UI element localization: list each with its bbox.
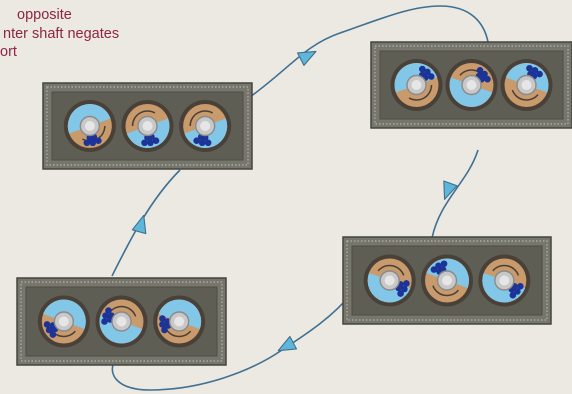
rotating-disc-11-icon: [95, 295, 148, 348]
ball-cluster-10-icon: [43, 321, 59, 338]
direction-arrow-3-icon: [277, 335, 298, 352]
rotating-disc-4-icon: [390, 59, 443, 111]
direction-arrow-4-icon: [131, 214, 147, 235]
caption-line-1: opposite: [17, 7, 72, 23]
rotating-disc-7-icon: [363, 254, 416, 307]
ball-cluster-7-icon: [395, 280, 410, 297]
caption-text: opposite nter shaft negates ort: [0, 6, 119, 62]
caption-line-3: ort: [0, 44, 17, 60]
rotating-disc-5-icon: [445, 59, 498, 111]
ball-cluster-3-icon: [193, 133, 212, 147]
loop-curve-1: [249, 5, 489, 98]
rotating-disc-3-icon: [179, 100, 232, 152]
loop-curve-2: [431, 149, 479, 239]
rotating-disc-12-icon: [153, 295, 206, 348]
rotating-disc-2-icon: [121, 100, 174, 152]
rotating-disc-1-icon: [63, 100, 116, 152]
caption-line-2: nter shaft negates: [3, 25, 120, 42]
loop-curve-3: [111, 292, 353, 391]
ball-cluster-12-icon: [159, 315, 172, 334]
rotating-disc-8-icon: [421, 254, 473, 307]
ball-cluster-2-icon: [141, 133, 160, 147]
direction-arrow-2-icon: [443, 180, 458, 200]
rotating-disc-9-icon: [478, 254, 531, 307]
loop-curve-4: [111, 169, 181, 277]
rotating-disc-6-icon: [500, 59, 553, 111]
rotating-disc-10-icon: [37, 295, 90, 348]
direction-arrow-1-icon: [297, 50, 317, 66]
